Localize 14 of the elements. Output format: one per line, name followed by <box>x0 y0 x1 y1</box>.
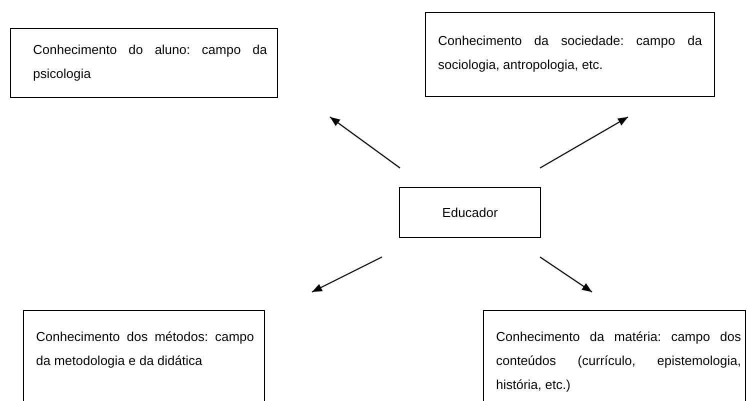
box-text: Conhecimento da sociedade: campo da sociologia, antropologia, etc. <box>438 32 702 74</box>
text-box <box>399 187 541 238</box>
arrow <box>540 116 628 169</box>
text-box <box>483 310 746 401</box>
arrow <box>330 116 400 168</box>
text-box <box>425 12 715 97</box>
box-text: Conhecimento do aluno: campo da psicologia <box>33 41 267 83</box>
box-text: Educador <box>441 204 499 222</box>
text-box <box>10 28 278 98</box>
box-text: Conhecimento da matéria: campo dos conteúdos (currículo, epistemologia, história, etc.) <box>496 328 741 394</box>
text-box <box>23 310 265 401</box>
arrow <box>540 256 592 292</box>
arrow <box>312 256 382 293</box>
box-text: Conhecimento dos métodos: campo da metodologia e da didática <box>36 328 254 370</box>
